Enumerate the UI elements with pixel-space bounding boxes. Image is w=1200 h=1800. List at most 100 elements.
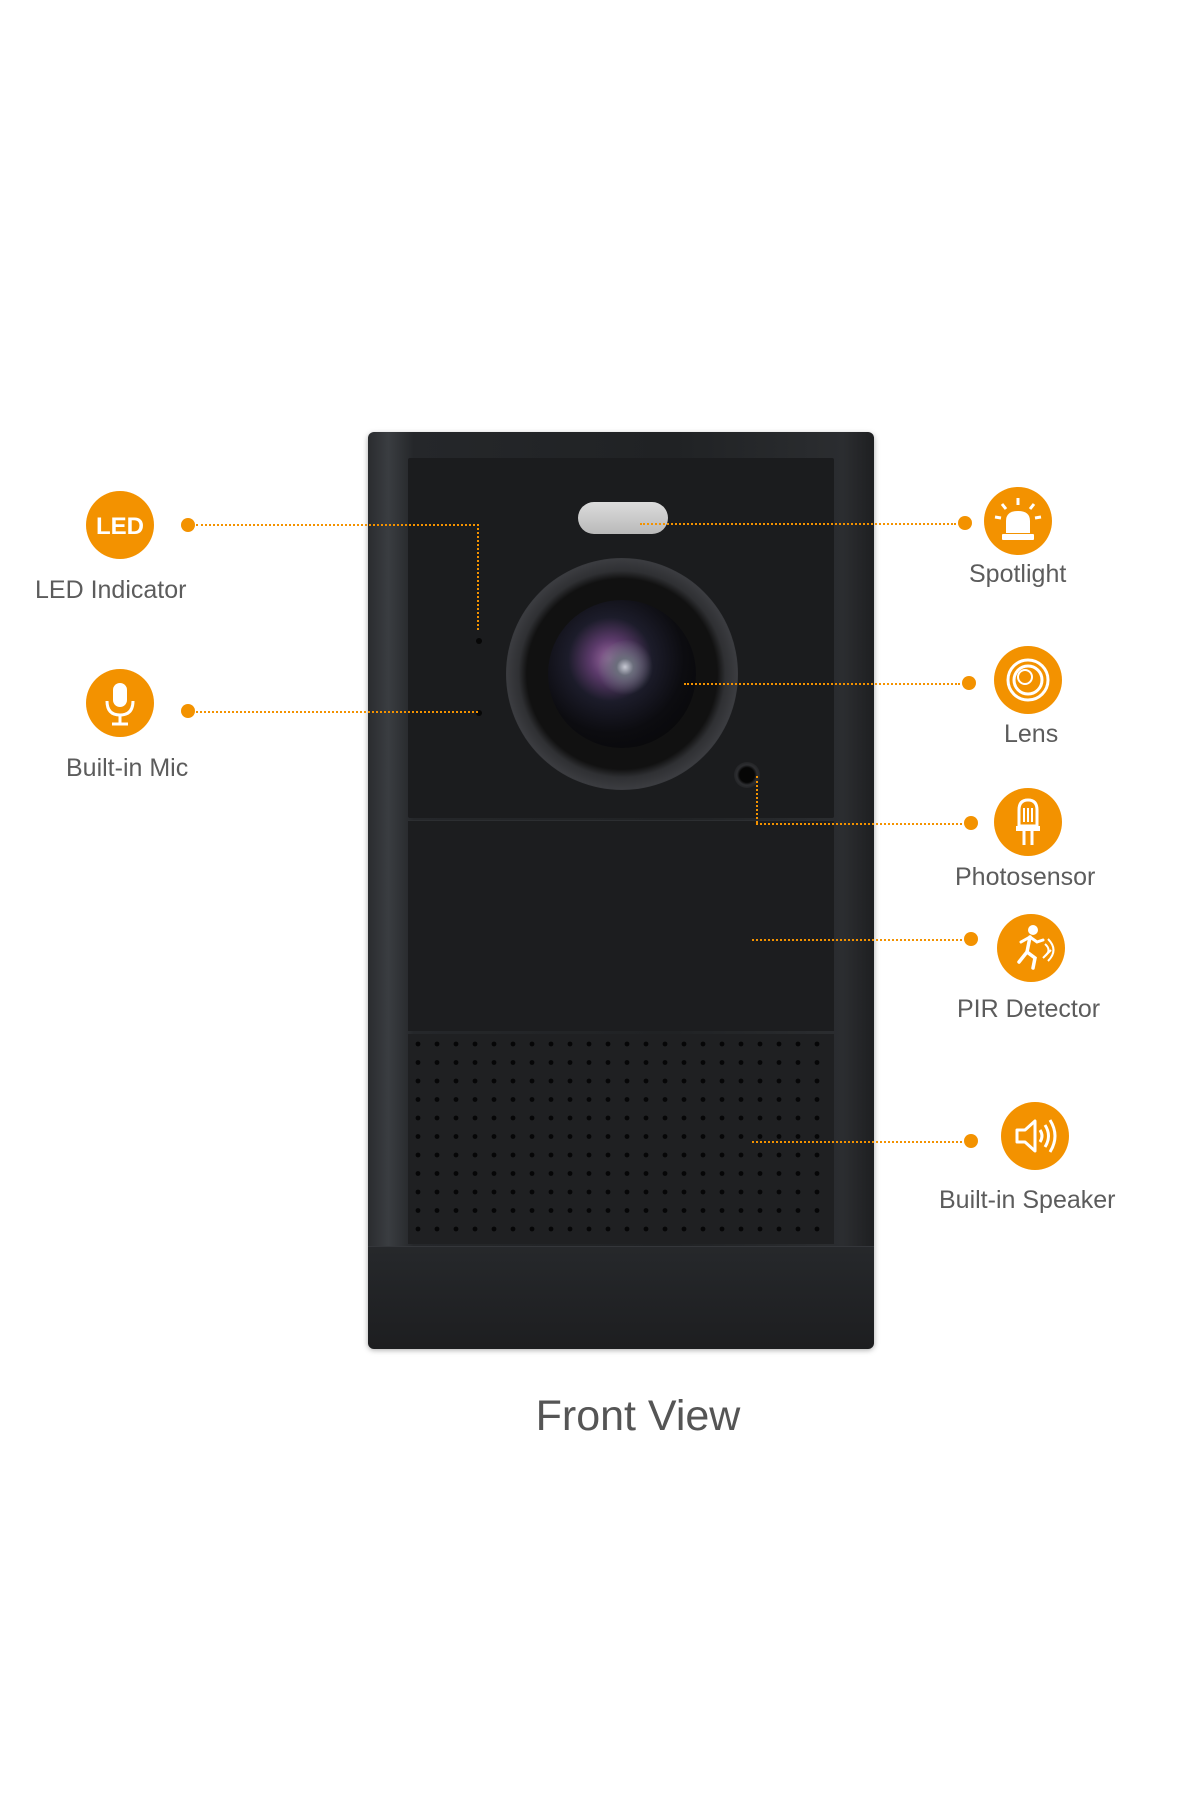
- grille-hole: [415, 1078, 421, 1084]
- grille-hole: [643, 1078, 649, 1084]
- grille-hole: [586, 1189, 592, 1195]
- grille-hole: [681, 1134, 687, 1139]
- spotlight-leader-line: [640, 523, 956, 525]
- grille-hole: [624, 1152, 630, 1158]
- grille-hole: [700, 1041, 706, 1047]
- grille-hole: [510, 1060, 516, 1065]
- grille-hole: [605, 1060, 611, 1065]
- grille-hole: [643, 1152, 649, 1158]
- grille-hole: [510, 1171, 516, 1176]
- grille-hole: [510, 1134, 516, 1139]
- grille-hole: [814, 1208, 820, 1213]
- grille-hole: [453, 1171, 459, 1176]
- grille-hole: [434, 1171, 440, 1176]
- grille-hole: [434, 1208, 440, 1213]
- grille-hole: [814, 1097, 820, 1102]
- grille-hole: [434, 1060, 440, 1065]
- grille-hole: [757, 1171, 763, 1176]
- grille-hole: [415, 1208, 421, 1213]
- grille-hole: [719, 1078, 725, 1084]
- grille-hole: [548, 1134, 554, 1139]
- grille-hole: [415, 1152, 421, 1158]
- grille-hole: [472, 1171, 478, 1176]
- lens-reflection: [598, 640, 658, 700]
- grille-hole: [700, 1208, 706, 1213]
- grille-hole: [586, 1060, 592, 1065]
- grille-hole: [453, 1097, 459, 1102]
- grille-hole: [662, 1115, 668, 1121]
- grille-hole: [776, 1171, 782, 1176]
- grille-hole: [415, 1041, 421, 1047]
- grille-hole: [700, 1060, 706, 1065]
- pir-leader-dot: [964, 932, 978, 946]
- grille-hole: [643, 1171, 649, 1176]
- grille-hole: [434, 1041, 440, 1047]
- grille-hole: [757, 1060, 763, 1065]
- grille-hole: [605, 1134, 611, 1139]
- grille-hole: [700, 1134, 706, 1139]
- grille-hole: [472, 1208, 478, 1213]
- grille-hole: [529, 1041, 535, 1047]
- grille-hole: [453, 1152, 459, 1158]
- grille-hole: [586, 1226, 592, 1232]
- grille-hole: [491, 1226, 497, 1232]
- grille-hole: [662, 1152, 668, 1158]
- grille-hole: [700, 1226, 706, 1232]
- grille-hole: [472, 1152, 478, 1158]
- grille-hole: [529, 1060, 535, 1065]
- grille-hole: [814, 1115, 820, 1121]
- grille-hole: [662, 1134, 668, 1139]
- grille-hole: [643, 1134, 649, 1139]
- grille-hole: [757, 1134, 763, 1139]
- grille-hole: [605, 1152, 611, 1158]
- grille-hole: [643, 1226, 649, 1232]
- grille-hole: [814, 1171, 820, 1176]
- grille-hole: [586, 1078, 592, 1084]
- grille-hole: [624, 1097, 630, 1102]
- grille-hole: [643, 1041, 649, 1047]
- grille-hole: [529, 1134, 535, 1139]
- grille-hole: [605, 1226, 611, 1232]
- grille-hole: [567, 1078, 573, 1084]
- lens-label: Lens: [1004, 720, 1059, 748]
- speaker-grille-holes: [415, 1041, 820, 1232]
- grille-hole: [510, 1189, 516, 1195]
- grille-hole: [662, 1189, 668, 1195]
- grille-hole: [472, 1041, 478, 1047]
- grille-hole: [719, 1134, 725, 1139]
- grille-hole: [605, 1189, 611, 1195]
- grille-hole: [453, 1208, 459, 1213]
- grille-hole: [757, 1189, 763, 1195]
- grille-hole: [472, 1134, 478, 1139]
- grille-hole: [814, 1226, 820, 1232]
- grille-hole: [719, 1189, 725, 1195]
- grille-hole: [510, 1041, 516, 1047]
- lens-leader-line: [684, 683, 960, 685]
- grille-hole: [434, 1115, 440, 1121]
- grille-hole: [434, 1152, 440, 1158]
- grille-hole: [548, 1208, 554, 1213]
- grille-hole: [757, 1078, 763, 1084]
- grille-hole: [491, 1041, 497, 1047]
- grille-hole: [719, 1171, 725, 1176]
- grille-hole: [434, 1078, 440, 1084]
- photosensor-leader-dot: [964, 816, 978, 830]
- grille-hole: [681, 1078, 687, 1084]
- grille-hole: [681, 1097, 687, 1102]
- grille-hole: [567, 1041, 573, 1047]
- front-view-caption: Front View: [535, 1392, 741, 1440]
- grille-hole: [491, 1078, 497, 1084]
- grille-hole: [814, 1041, 820, 1047]
- photosensor-label: Photosensor: [955, 863, 1096, 891]
- grille-hole: [472, 1189, 478, 1195]
- grille-hole: [662, 1041, 668, 1047]
- grille-hole: [738, 1208, 744, 1213]
- built-in-speaker-label: Built-in Speaker: [939, 1186, 1116, 1214]
- grille-hole: [681, 1152, 687, 1158]
- grille-hole: [776, 1208, 782, 1213]
- grille-hole: [814, 1078, 820, 1084]
- grille-hole: [795, 1097, 801, 1102]
- grille-hole: [434, 1226, 440, 1232]
- grille-hole: [643, 1060, 649, 1065]
